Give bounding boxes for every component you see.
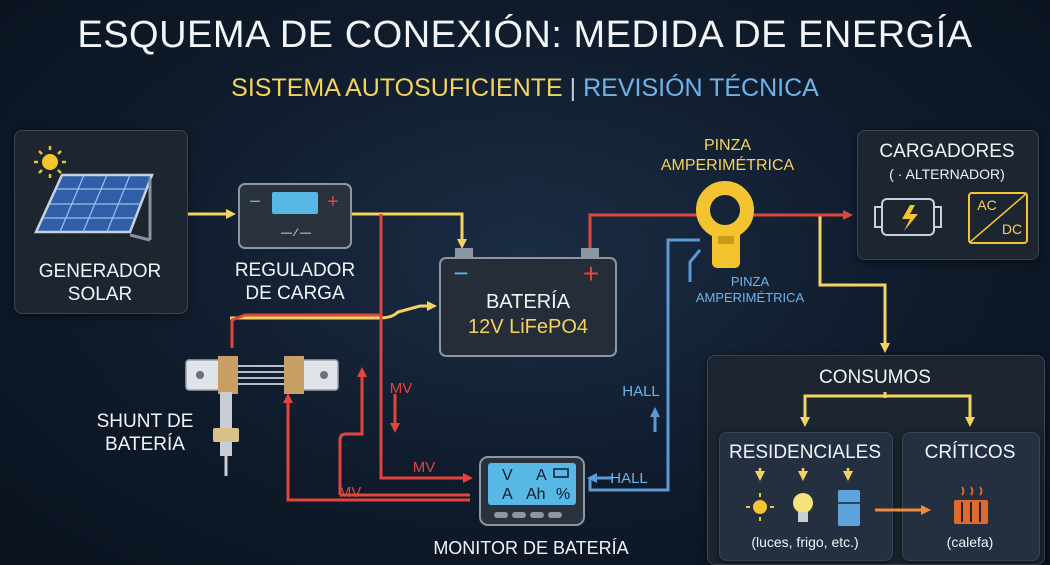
hall-upper-label: HALL [622, 383, 660, 400]
sun-icon [34, 146, 66, 178]
load-arrows [755, 468, 853, 481]
dc-label: DC [1001, 221, 1023, 237]
lightbulb-icon [793, 493, 813, 522]
criticos-panel [902, 432, 1040, 561]
solar-label-line2: SOLAR [67, 284, 133, 305]
criticos-note: (calefa) [946, 534, 994, 550]
monitor-v: V [502, 467, 513, 484]
shunt-label: SHUNT DE BATERÍA [80, 410, 210, 456]
regulator-minus: − [249, 191, 261, 213]
mv-upper-label: MV [389, 380, 413, 397]
clamp-side-label: PINZA AMPERIMÉTRICA [680, 274, 820, 306]
clamp-side-line [688, 249, 702, 282]
monitor-screen: V A A Ah % [490, 465, 574, 505]
criticos-title: CRÍTICOS [924, 442, 1016, 463]
regulator-down-line [379, 214, 473, 483]
hall-lines [587, 238, 702, 492]
solar-label-line1: GENERADOR [38, 261, 162, 282]
sense-lines [230, 210, 853, 502]
regulator-label: REGULADOR DE CARGA [220, 259, 370, 305]
bus-to-consumos-line [818, 215, 890, 353]
chargers-label: CARGADORES ( · ALTERNADOR) [857, 140, 1037, 186]
monitor-a: A [536, 467, 547, 484]
battery-minus: − [453, 258, 469, 288]
shunt-label-line1: SHUNT DE [96, 411, 194, 432]
battery-to-chargers-line [588, 213, 700, 248]
shunt-label-line2: BATERÍA [105, 434, 185, 455]
chargers-label-line1: CARGADORES [879, 141, 1015, 162]
solar-label: GENERADOR SOLAR [14, 260, 186, 306]
clamp-top-line1: PINZA [703, 137, 752, 154]
clamp-meter-icon [696, 181, 754, 268]
monitor-a2: A [502, 486, 513, 503]
residenciales-title: RESIDENCIALES [728, 442, 882, 463]
monitor-pct: % [556, 486, 571, 503]
page-title: ESQUEMA DE CONEXIÓN: MEDIDA DE ENERGÍA [77, 14, 973, 56]
shunt-right-mv-line [338, 367, 367, 495]
battery-label-line1: BATERÍA [485, 291, 571, 313]
consumos-title: CONSUMOS [819, 367, 931, 388]
regulator-label-line2: DE CARGA [245, 283, 345, 304]
subtitle-right: REVISIÓN TÉCNICA [583, 74, 819, 102]
solar-panel-icon [34, 173, 154, 242]
clamp-top-label: PINZA AMPERIMÉTRICA [640, 136, 815, 176]
shunt-device [185, 356, 339, 476]
battery-monitor-device [479, 456, 585, 526]
regulator-to-battery-line [352, 212, 467, 249]
clamp-top-line2: AMPERIMÉTRICA [660, 157, 795, 174]
fridge-icon [838, 490, 860, 526]
heater-icon [954, 486, 988, 524]
chargers-label-line2: ( · ALTERNADOR) [889, 166, 1005, 182]
subtitle-separator: | [569, 74, 577, 102]
residenciales-note: (luces, frigo, etc.) [751, 534, 859, 550]
clamp-side-line1: PINZA [730, 274, 770, 289]
regulator-device [238, 183, 352, 249]
sun-load-icon [746, 493, 774, 521]
shunt-top-line [230, 313, 380, 348]
mv-mid-label: MV [412, 459, 436, 476]
ac-dc-icon [968, 192, 1028, 244]
mv-lower-label: MV [338, 484, 362, 501]
monitor-to-shunt-line [283, 393, 470, 502]
battery-plus: + [582, 258, 600, 289]
ac-label: AC [977, 197, 997, 213]
regulator-label-line1: REGULADOR [234, 260, 356, 281]
monitor-label: MONITOR DE BATERÍA [433, 538, 629, 558]
regulator-plus: + [327, 191, 339, 213]
page-subtitle: SISTEMA AUTOSUFICIENTE | REVISIÓN TÉCNIC… [0, 74, 1050, 103]
regulator-symbol: — ⁄ — [281, 227, 311, 239]
alternator-icon [874, 198, 942, 236]
chargers-panel [857, 130, 1039, 260]
battery-device [439, 248, 617, 357]
clamp-to-monitor-hall-line [588, 238, 700, 492]
clamp-side-line2: AMPERIMÉTRICA [695, 290, 805, 305]
consumos-split-line [803, 394, 972, 422]
battery-label-line2: 12V LiFePO4 [467, 316, 589, 338]
hall-lower-label: HALL [610, 470, 648, 487]
battery-label: BATERÍA 12V LiFePO4 [440, 290, 616, 340]
subtitle-left: SISTEMA AUTOSUFICIENTE [231, 74, 563, 102]
monitor-ah: Ah [526, 486, 546, 503]
